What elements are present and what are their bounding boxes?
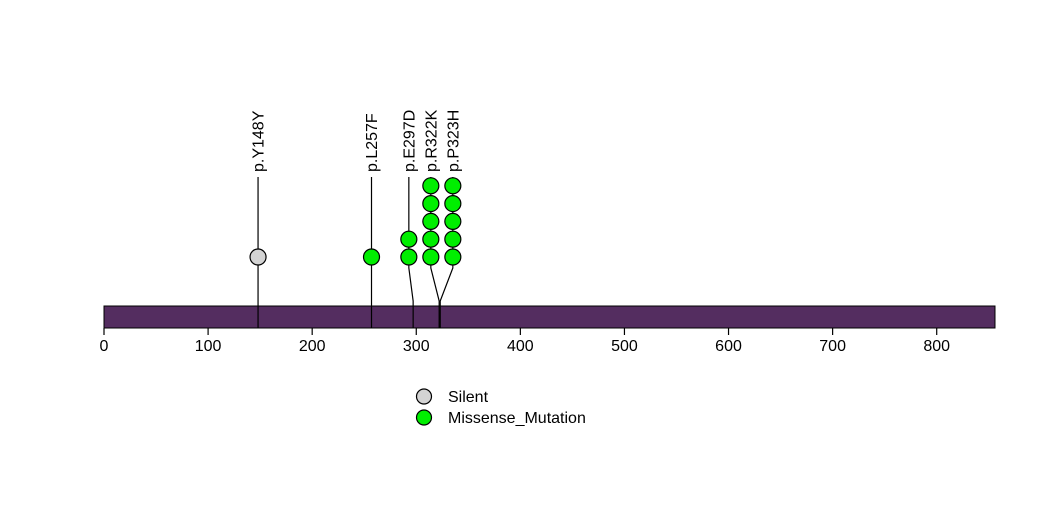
mutation-label: p.P323H: [445, 110, 462, 172]
mutation-circle[interactable]: [422, 230, 440, 248]
axis-tick-label: 300: [403, 338, 430, 355]
legend-marker-silent: [415, 388, 433, 405]
mutation-label: p.R322K: [423, 109, 440, 172]
mutation-circle[interactable]: [444, 248, 462, 266]
mutation-label: p.Y148Y: [251, 110, 268, 172]
protein-backbone: [103, 305, 996, 329]
legend-marker-missense_mutation: [415, 409, 433, 426]
legend-label: Silent: [448, 389, 489, 406]
mutation-circle[interactable]: [444, 177, 462, 195]
axis-tick-label: 800: [923, 338, 950, 355]
mutation-circle[interactable]: [422, 177, 440, 195]
mutation-circle[interactable]: [400, 248, 418, 266]
axis-tick-label: 500: [611, 338, 638, 355]
axis-tick-label: 700: [819, 338, 846, 355]
mutation-circle[interactable]: [362, 248, 381, 266]
mutation-label: p.L257F: [364, 113, 381, 172]
mutation-circle[interactable]: [422, 248, 440, 266]
axis-tick-label: 400: [507, 338, 534, 355]
axis-tick-label: 200: [299, 338, 326, 355]
mutation-circle[interactable]: [422, 195, 440, 213]
mutation-circle[interactable]: [444, 230, 462, 248]
lollipop-stem: [408, 177, 414, 328]
mutation-circle[interactable]: [422, 212, 440, 230]
mutation-circle[interactable]: [444, 212, 462, 230]
axis-tick-label: 600: [715, 338, 742, 355]
mutation-label: p.E297D: [401, 110, 418, 172]
mutation-circle[interactable]: [249, 248, 267, 266]
mutation-circle[interactable]: [444, 195, 462, 213]
legend-label: Missense_Mutation: [448, 410, 586, 427]
mutation-circle[interactable]: [400, 230, 418, 248]
axis-tick-label: 100: [195, 338, 222, 355]
axis-tick-label: 0: [100, 338, 109, 355]
